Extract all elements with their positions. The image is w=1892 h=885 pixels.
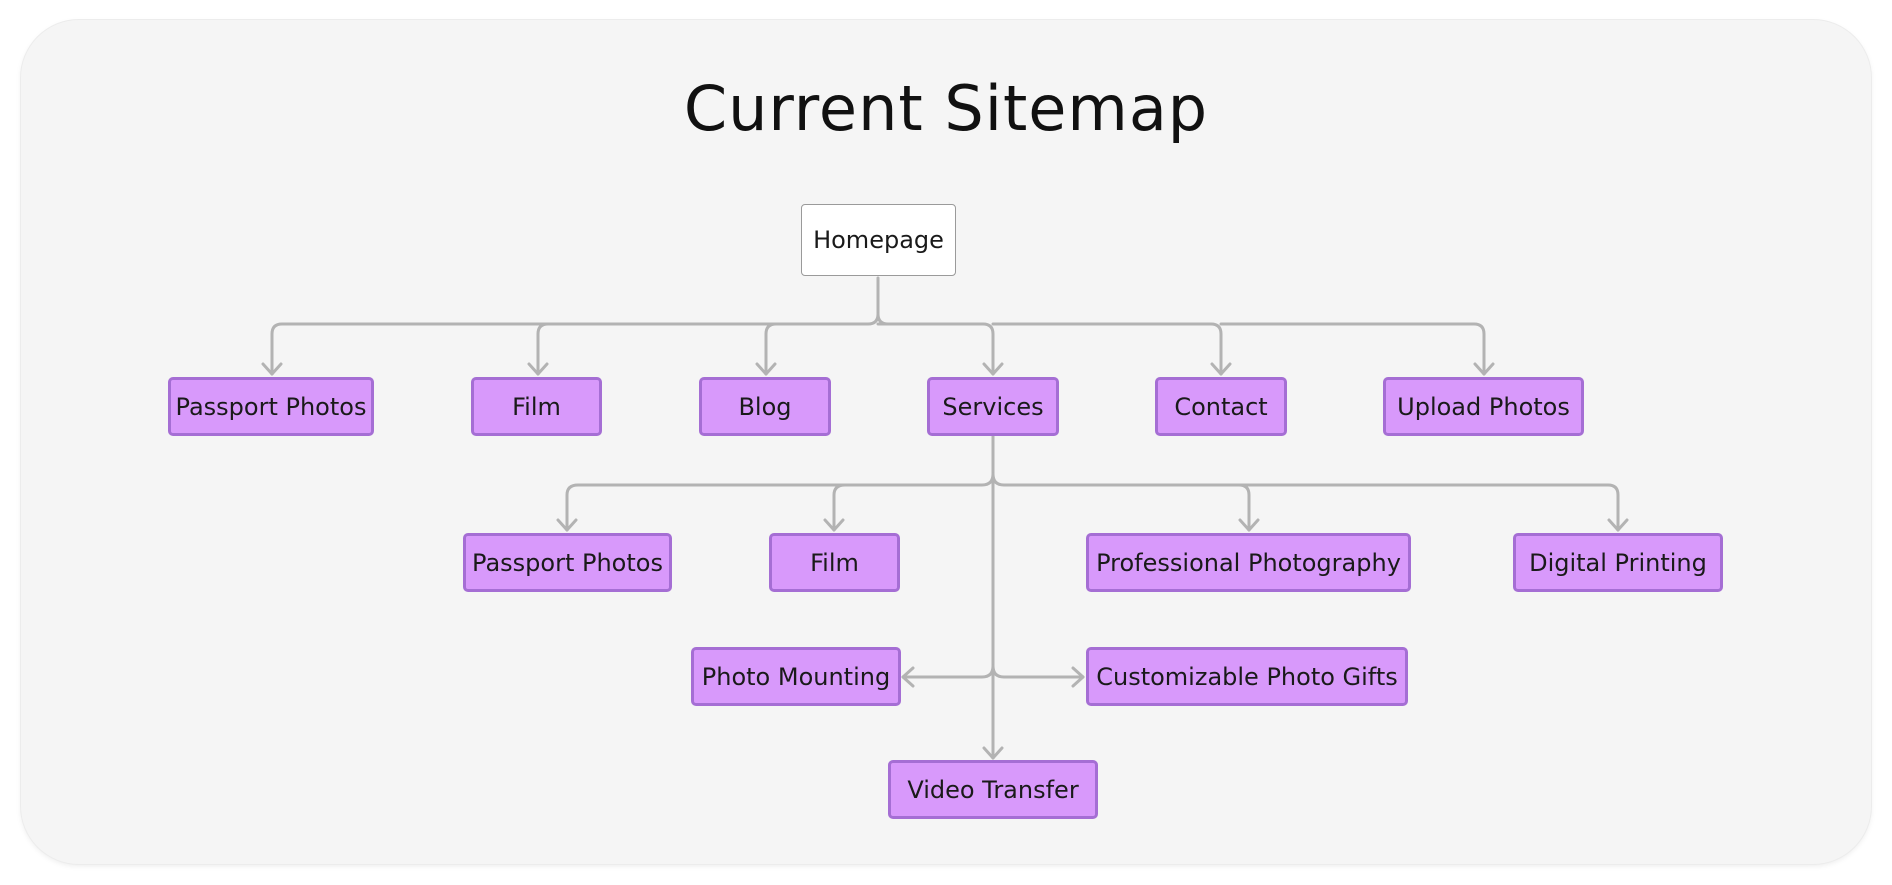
arrowhead — [556, 518, 578, 532]
connector-homepage-services — [876, 322, 995, 376]
node-digital-printing[interactable]: Digital Printing — [1513, 533, 1723, 592]
arrowhead — [901, 666, 915, 688]
connector-services-digital-printing — [1237, 483, 1620, 532]
diagram-card — [21, 20, 1871, 864]
arrowhead — [823, 518, 845, 532]
connector-services-professional-photography — [991, 472, 1251, 532]
node-customizable-photo-gifts[interactable]: Customizable Photo Gifts — [1086, 647, 1408, 706]
connector-homepage-contact — [991, 322, 1223, 376]
node-services[interactable]: Services — [927, 377, 1059, 436]
connector-homepage-passport-photos — [270, 312, 880, 376]
connector-services-film — [832, 483, 847, 532]
node-homepage[interactable]: Homepage — [801, 204, 956, 276]
node-professional-photography[interactable]: Professional Photography — [1086, 533, 1411, 592]
arrowhead — [527, 362, 549, 376]
node-services-film[interactable]: Film — [769, 533, 900, 592]
node-film[interactable]: Film — [471, 377, 602, 436]
connector-services-passport-photos — [565, 472, 995, 532]
arrowhead — [1473, 362, 1495, 376]
connector-homepage-blog — [764, 322, 778, 376]
node-services-passport-photos[interactable]: Passport Photos — [463, 533, 672, 592]
arrowhead — [1238, 518, 1260, 532]
connector-services-photo-mounting — [901, 664, 995, 679]
arrowhead — [1210, 362, 1232, 376]
connector-homepage-film — [536, 322, 550, 376]
node-contact[interactable]: Contact — [1155, 377, 1287, 436]
node-photo-mounting[interactable]: Photo Mounting — [691, 647, 901, 706]
node-blog[interactable]: Blog — [699, 377, 831, 436]
arrowhead — [1071, 666, 1085, 688]
arrowhead — [1607, 518, 1629, 532]
diagram-title: Current Sitemap — [683, 72, 1209, 145]
arrowhead — [982, 746, 1004, 760]
arrowhead — [755, 362, 777, 376]
node-video-transfer[interactable]: Video Transfer — [888, 760, 1098, 819]
connector-homepage-upload-photos — [1219, 322, 1486, 376]
arrowhead — [261, 362, 283, 376]
node-upload-photos[interactable]: Upload Photos — [1383, 377, 1584, 436]
connector-services-customizable-gifts — [991, 664, 1085, 679]
arrowhead — [982, 362, 1004, 376]
connector-homepage-trunk — [876, 276, 890, 326]
node-passport-photos[interactable]: Passport Photos — [168, 377, 374, 436]
